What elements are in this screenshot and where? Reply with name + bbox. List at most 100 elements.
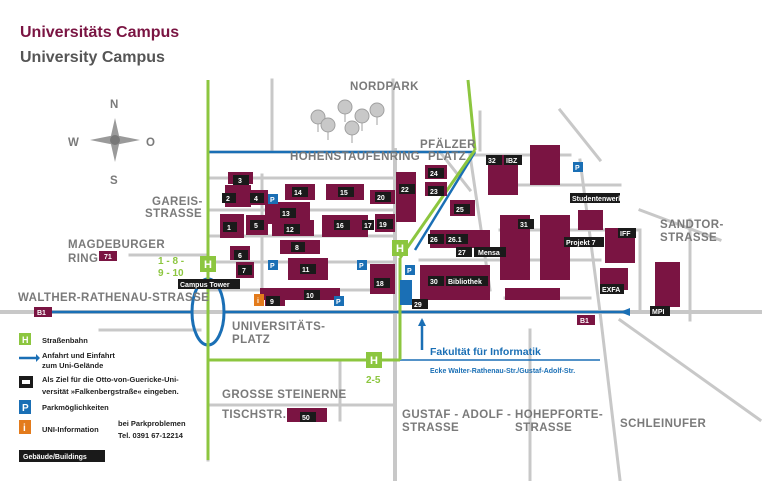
title-english: University Campus xyxy=(20,49,165,66)
label-bibliothek: Bibliothek xyxy=(448,279,482,286)
tram-lines-b: 9 - 10 xyxy=(158,268,184,279)
faculty-address: Ecke Walter-Rathenau-Str./Gustaf-Adolf-S… xyxy=(430,368,575,375)
badge-b71: 71 xyxy=(104,254,112,261)
building-22-shape[interactable] xyxy=(396,172,416,222)
label-b20: 20 xyxy=(377,195,385,202)
label-gustav-2: STRASSE xyxy=(402,422,459,434)
label-b22: 22 xyxy=(401,187,409,194)
legend-tram-label: Straßenbahn xyxy=(42,336,88,345)
label-studentenwerk: Studentenwerk xyxy=(572,196,622,203)
legend-tram-h: H xyxy=(22,335,29,345)
badge-b1-left: B1 xyxy=(37,310,46,317)
label-b16: 16 xyxy=(336,223,344,230)
label-b11: 11 xyxy=(302,267,310,274)
arrow-east-icon xyxy=(620,308,630,316)
legend-nav-2: versität »Falkenbergstraße« eingeben. xyxy=(42,387,179,396)
label-b4: 4 xyxy=(254,196,258,203)
label-b3: 3 xyxy=(238,178,242,185)
nordpark-trees xyxy=(310,99,385,143)
legend-nav-car-window xyxy=(22,380,30,384)
parking-icon[interactable]: P xyxy=(336,299,341,306)
label-b2: 2 xyxy=(226,196,230,203)
label-b25: 25 xyxy=(456,207,464,214)
label-b17: 17 xyxy=(364,223,372,230)
building-informatik-shape[interactable] xyxy=(400,280,412,305)
legend-parking-label: Parkmöglichkeiten xyxy=(42,403,109,412)
tram-lines-a: 1 - 8 - xyxy=(158,256,184,267)
legend-tram-icon xyxy=(19,333,31,345)
label-b12: 12 xyxy=(286,227,294,234)
label-hohepforte-1: HOHEPFORTE- xyxy=(515,409,603,421)
legend-info-i: i xyxy=(23,423,26,434)
info-marker-icon[interactable] xyxy=(254,294,264,306)
label-b13: 13 xyxy=(282,211,290,218)
label-uniplatz-1: UNIVERSITÄTS- xyxy=(232,320,325,333)
compass-o: O xyxy=(146,137,155,149)
legend-access-1: Anfahrt und Einfahrt xyxy=(42,351,115,360)
label-b19: 19 xyxy=(379,222,387,229)
tram-stops: H 1 - 8 - 9 - 10 H H 2-5 xyxy=(158,240,408,386)
label-magdeburger-1: MAGDEBURGER xyxy=(68,239,165,251)
compass-n: N xyxy=(110,99,119,111)
legend-parking-icon xyxy=(19,400,31,414)
legend-info-tel: Tel. 0391 67-12214 xyxy=(118,431,184,440)
label-sandtor-1: SANDTOR- xyxy=(660,219,724,231)
label-projekt7: Projekt 7 xyxy=(566,240,596,247)
label-b6: 6 xyxy=(238,253,242,260)
tram-stop-h: H xyxy=(204,259,212,271)
arrow-north-icon xyxy=(418,318,426,326)
legend-buildings-label: Gebäude/Buildings xyxy=(23,454,87,461)
label-b26-1: 26.1 xyxy=(448,237,462,244)
parking-icon[interactable]: P xyxy=(270,263,275,270)
legend-nav-1: Als Ziel für die Otto-von-Guericke-Uni- xyxy=(42,375,179,384)
label-b18: 18 xyxy=(376,281,384,288)
parking-icon[interactable]: P xyxy=(270,197,275,204)
label-b1: 1 xyxy=(227,225,231,232)
label-b26: 26 xyxy=(430,237,438,244)
building-projekt-shape[interactable] xyxy=(578,210,603,230)
label-hohepforte-2: STRASSE xyxy=(515,422,572,434)
parking-icon[interactable]: P xyxy=(575,165,580,172)
faculty-name: Fakultät für Informatik xyxy=(430,346,541,358)
building-long-shape[interactable] xyxy=(505,288,560,300)
label-iff: IFF xyxy=(620,231,631,238)
parking-icon[interactable]: P xyxy=(359,263,364,270)
legend-buildings-box xyxy=(19,450,105,462)
tram-stop-icon[interactable] xyxy=(392,240,408,256)
title-german: Universitäts Campus xyxy=(20,24,179,41)
label-nordpark: NORDPARK xyxy=(350,81,419,93)
label-mpi: MPI xyxy=(652,309,665,316)
label-steinerne: GROSSE STEINERNE xyxy=(222,389,347,401)
label-b5: 5 xyxy=(254,223,258,230)
tram-stop-icon[interactable] xyxy=(200,256,216,272)
label-b31: 31 xyxy=(520,222,528,229)
legend-parking-p: P xyxy=(22,403,29,414)
tram-stop-icon[interactable] xyxy=(366,352,382,368)
label-tischstr: TISCHSTR. xyxy=(222,409,286,421)
building-31-shape[interactable] xyxy=(540,215,570,280)
label-b8: 8 xyxy=(295,245,299,252)
info-marker-label: i xyxy=(257,298,259,305)
parking-icon[interactable]: P xyxy=(407,268,412,275)
legend-access-2: zum Uni-Gelände xyxy=(42,361,103,370)
building-ibz-shape[interactable] xyxy=(530,145,560,185)
tram-stop-h: H xyxy=(370,355,378,367)
legend-access-arrow-icon xyxy=(36,354,40,362)
tram-stop-h: H xyxy=(396,243,404,255)
label-b9: 9 xyxy=(270,299,274,306)
label-b32: 32 xyxy=(488,158,496,165)
label-magdeburger-2: RING xyxy=(68,253,98,265)
legend: H Straßenbahn Anfahrt und Einfahrt zum U… xyxy=(19,333,186,462)
tram-lines-c: 2-5 xyxy=(366,375,381,386)
compass-w: W xyxy=(68,137,79,149)
legend-info-note: bei Parkproblemen xyxy=(118,419,186,428)
label-b30: 30 xyxy=(430,279,438,286)
legend-info-icon xyxy=(19,420,31,434)
label-mensa: Mensa xyxy=(478,250,500,257)
label-pfaelzer-1: PFÄLZER xyxy=(420,138,476,151)
building-mpi-shape[interactable] xyxy=(655,262,680,307)
badge-b1-right: B1 xyxy=(580,318,589,325)
road-badges: B1 71 B1 xyxy=(34,251,595,325)
